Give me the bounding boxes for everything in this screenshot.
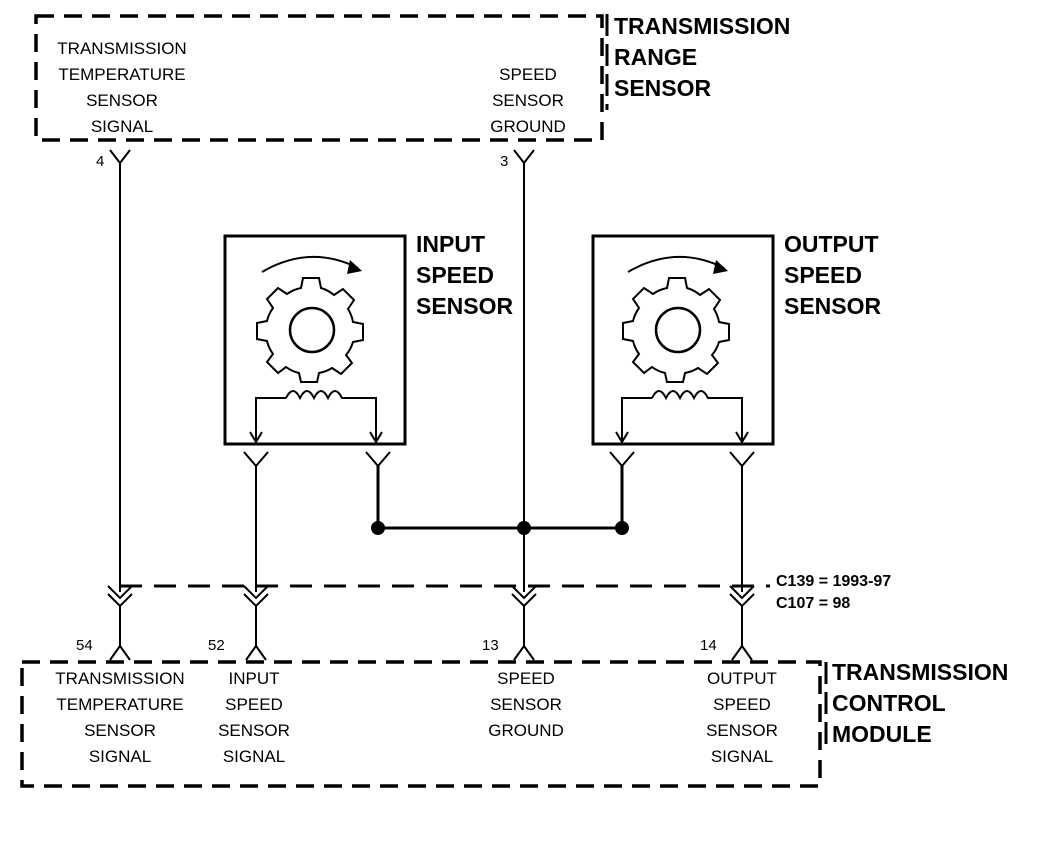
coil-icon <box>621 390 743 442</box>
tcm-label-line: TRANSMISSION <box>55 669 184 688</box>
tcm-title-line: MODULE <box>832 721 932 747</box>
output-sensor-title-line: SPEED <box>784 262 862 288</box>
pin-number: 4 <box>96 153 104 170</box>
input-sensor-title-line: SPEED <box>416 262 494 288</box>
gear-icon <box>256 277 364 383</box>
wires <box>119 163 743 592</box>
tcm-label-line: SENSOR <box>84 721 156 740</box>
pin-number: 54 <box>76 637 93 654</box>
output-sensor-title-line: OUTPUT <box>784 231 879 257</box>
connector-chevron <box>243 451 269 468</box>
terminal-arrow-icon <box>369 431 383 444</box>
connector-chevron <box>609 451 635 468</box>
tcm-title-line: CONTROL <box>832 690 946 716</box>
range-sensor-title-line: SENSOR <box>614 75 712 101</box>
range-ground-label-line: SENSOR <box>492 91 564 110</box>
range-sensor-title-line: RANGE <box>614 44 697 70</box>
range-sensor-title-line: TRANSMISSION <box>614 13 790 39</box>
output-speed-sensor-title: OUTPUT SPEED SENSOR <box>784 231 882 319</box>
range-temp-label-line: SIGNAL <box>91 117 153 136</box>
tcm-label-line: SENSOR <box>706 721 778 740</box>
tcm-feed-wires <box>109 606 753 661</box>
input-speed-sensor-title: INPUT SPEED SENSOR <box>416 231 514 319</box>
range-ground-label: SPEED SENSOR GROUND <box>490 65 566 136</box>
tcm-label-line: SIGNAL <box>223 747 285 766</box>
tcm-label-line: SIGNAL <box>711 747 773 766</box>
output-sensor-body <box>591 234 775 446</box>
pin-number: 13 <box>482 637 499 654</box>
tcm-pin-label-ground: SPEED SENSOR GROUND <box>488 669 564 740</box>
connector-chevron <box>109 149 131 165</box>
tcm-title-line: TRANSMISSION <box>832 659 1008 685</box>
terminal-arrow-icon <box>249 431 263 444</box>
range-ground-label-line: SPEED <box>499 65 557 84</box>
tcm-pin-label-output: OUTPUT SPEED SENSOR SIGNAL <box>706 669 778 766</box>
tcm-label-line: INPUT <box>229 669 280 688</box>
tcm-label-line: TEMPERATURE <box>56 695 183 714</box>
tcm-pin-label-temp: TRANSMISSION TEMPERATURE SENSOR SIGNAL <box>55 669 184 766</box>
tcm-label-line: SPEED <box>225 695 283 714</box>
connector-chevron <box>513 149 535 165</box>
tcm-label-line: OUTPUT <box>707 669 777 688</box>
input-speed-sensor <box>223 234 407 446</box>
tcm-pin-label-input: INPUT SPEED SENSOR SIGNAL <box>218 669 290 766</box>
tcm-label-line: SENSOR <box>490 695 562 714</box>
tcm-label-line: GROUND <box>488 721 564 740</box>
output-sensor-title-line: SENSOR <box>784 293 882 319</box>
connector-note: C139 = 1993-97 C107 = 98 <box>776 573 891 612</box>
range-sensor-box <box>34 14 609 142</box>
gear-icon <box>622 277 730 383</box>
pin-number: 52 <box>208 637 225 654</box>
connector-chevron <box>729 451 755 468</box>
input-sensor-title-line: INPUT <box>416 231 485 257</box>
tcm-box <box>20 660 822 788</box>
tcm-title: TRANSMISSION CONTROL MODULE <box>832 659 1008 747</box>
range-temp-signal-label: TRANSMISSION TEMPERATURE SENSOR SIGNAL <box>57 39 186 136</box>
connector-note-line: C107 = 98 <box>776 595 850 612</box>
splice-dot <box>517 521 531 535</box>
inline-connector-chevrons <box>107 585 755 608</box>
terminal-arrow-icon <box>615 431 629 444</box>
rotation-arrow-icon <box>627 255 725 273</box>
splice-dot <box>615 521 629 535</box>
arrowhead-icon <box>347 260 362 274</box>
range-sensor-title: TRANSMISSION RANGE SENSOR <box>614 13 790 101</box>
arrowhead-icon <box>713 260 728 274</box>
input-sensor-title-line: SENSOR <box>416 293 514 319</box>
tcm-label-line: SENSOR <box>218 721 290 740</box>
coil-icon <box>255 390 377 442</box>
connector-note-line: C139 = 1993-97 <box>776 573 891 590</box>
range-temp-label-line: TEMPERATURE <box>58 65 185 84</box>
connector-chevron <box>365 451 391 468</box>
output-speed-sensor <box>591 234 775 446</box>
range-temp-label-line: TRANSMISSION <box>57 39 186 58</box>
tcm-label-line: SIGNAL <box>89 747 151 766</box>
tcm-label-line: SPEED <box>497 669 555 688</box>
input-sensor-body <box>223 234 407 446</box>
range-ground-label-line: GROUND <box>490 117 566 136</box>
range-temp-label-line: SENSOR <box>86 91 158 110</box>
terminal-arrow-icon <box>735 431 749 444</box>
tcm-label-line: SPEED <box>713 695 771 714</box>
pin-number: 3 <box>500 153 508 170</box>
rotation-arrow-icon <box>261 255 359 273</box>
pin-number: 14 <box>700 637 717 654</box>
splice-dot <box>371 521 385 535</box>
